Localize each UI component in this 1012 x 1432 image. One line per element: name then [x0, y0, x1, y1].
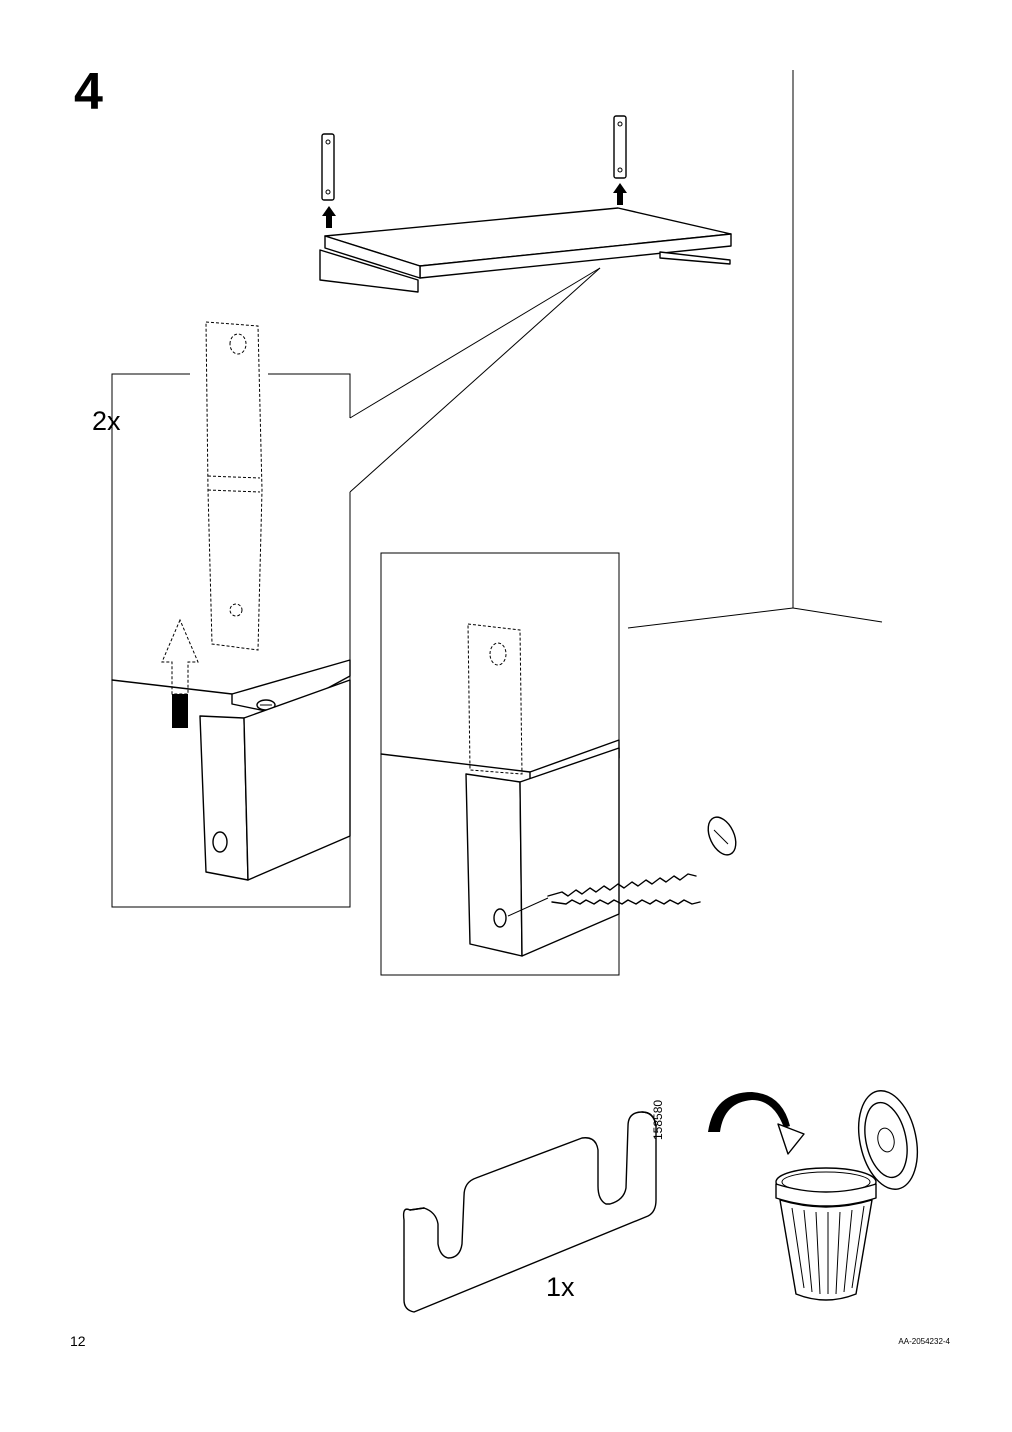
- up-arrow-icon: [613, 183, 627, 205]
- wall-corner: [627, 70, 883, 629]
- shelf-overview: [319, 115, 732, 293]
- tool-quantity: 1x: [546, 1272, 575, 1302]
- screw: [507, 816, 737, 917]
- page-number: 12: [70, 1333, 86, 1349]
- curved-arrow-icon: [708, 1092, 805, 1155]
- tool-piece: [402, 1111, 657, 1313]
- up-arrow-icon: [322, 206, 336, 228]
- detail-box-right: [380, 552, 737, 976]
- up-arrow-icon: [161, 618, 199, 728]
- part-number: 158580: [651, 1099, 665, 1140]
- detail-box-left: [111, 321, 351, 908]
- bracket-quantity: 2x: [92, 406, 121, 436]
- step-number: 4: [74, 63, 103, 121]
- trash-can-icon: [775, 1090, 918, 1301]
- document-code: AA-2054232-4: [898, 1337, 950, 1346]
- zoom-lines: [349, 267, 601, 493]
